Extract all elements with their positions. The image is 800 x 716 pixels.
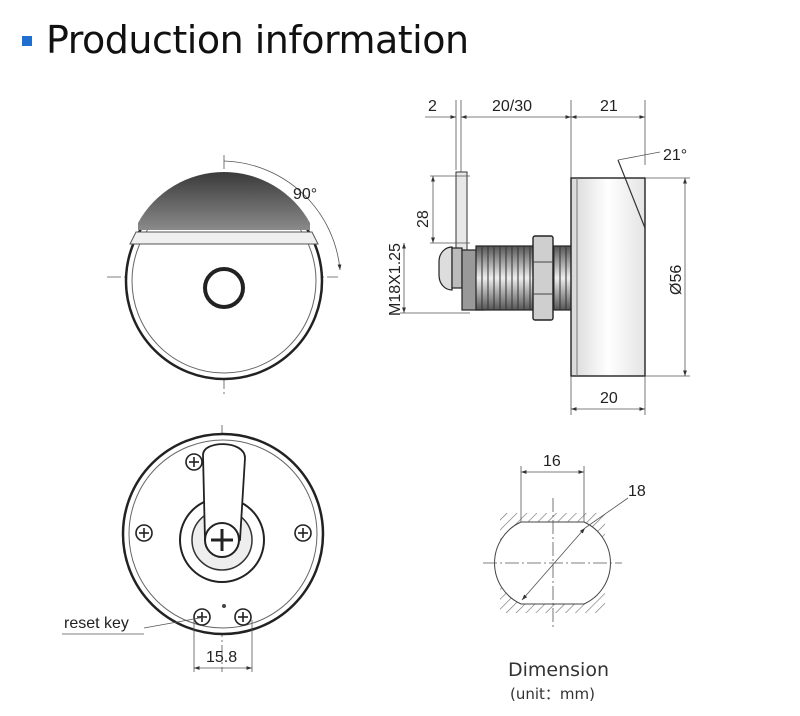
reset-key-label: reset key — [64, 615, 129, 632]
front-cap-lip — [129, 231, 319, 245]
back-inner-circle — [128, 439, 318, 629]
screw-icon-right — [294, 524, 312, 542]
cutout-caption: Dimension — [508, 659, 609, 681]
dim-diameter: Ø56 — [668, 265, 685, 295]
dim-spacing: 15.8 — [206, 649, 237, 666]
reset-key-hole — [222, 604, 226, 608]
rotation-arc — [223, 160, 342, 271]
dim-18-leader — [584, 497, 629, 529]
dim-height: 28 — [415, 210, 432, 228]
threaded-body — [475, 245, 575, 311]
latch-handle — [202, 443, 246, 541]
title-bullet — [22, 36, 32, 46]
screw-icon-top — [185, 453, 203, 471]
screw-icon-left — [135, 524, 153, 542]
dim-diameter-cutout: 18 — [628, 483, 646, 500]
screw-icon-bottom-left — [193, 608, 211, 626]
header: Production information — [0, 0, 800, 80]
dim-length: 20/30 — [492, 98, 532, 115]
angle-label: 90° — [293, 186, 317, 203]
cylinder-collar — [451, 247, 463, 289]
front-keyhole — [203, 267, 245, 309]
cutout-view: 16 18 Dimension (unit：mm) — [483, 453, 646, 703]
cutout-unit: (unit：mm) — [510, 685, 595, 703]
dim-width: 16 — [543, 453, 561, 470]
hex-nut — [532, 235, 554, 321]
front-view: 90° — [107, 155, 342, 395]
front-top-cap — [138, 171, 310, 230]
page-title: Production information — [46, 18, 469, 62]
side-view: 2 20/30 21 28 M18X1.25 21° — [387, 98, 690, 415]
reset-key-leader — [143, 616, 206, 629]
dim-body-depth: 20 — [600, 390, 618, 407]
dim-thread: M18X1.25 — [387, 243, 404, 316]
back-view: reset key 15.8 — [62, 425, 325, 672]
cam-plate — [455, 171, 468, 259]
head-bevel — [617, 159, 646, 229]
dim-thickness: 2 — [428, 98, 437, 115]
thread-ridges — [481, 246, 567, 310]
cylinder-tip — [438, 246, 453, 291]
screw-icon-bottom-right — [234, 608, 252, 626]
angle-leader — [617, 151, 661, 161]
lock-head — [570, 177, 646, 377]
dim-angle: 21° — [663, 147, 687, 164]
dim-line-18 — [521, 527, 586, 601]
dim-head-depth: 21 — [600, 98, 618, 115]
